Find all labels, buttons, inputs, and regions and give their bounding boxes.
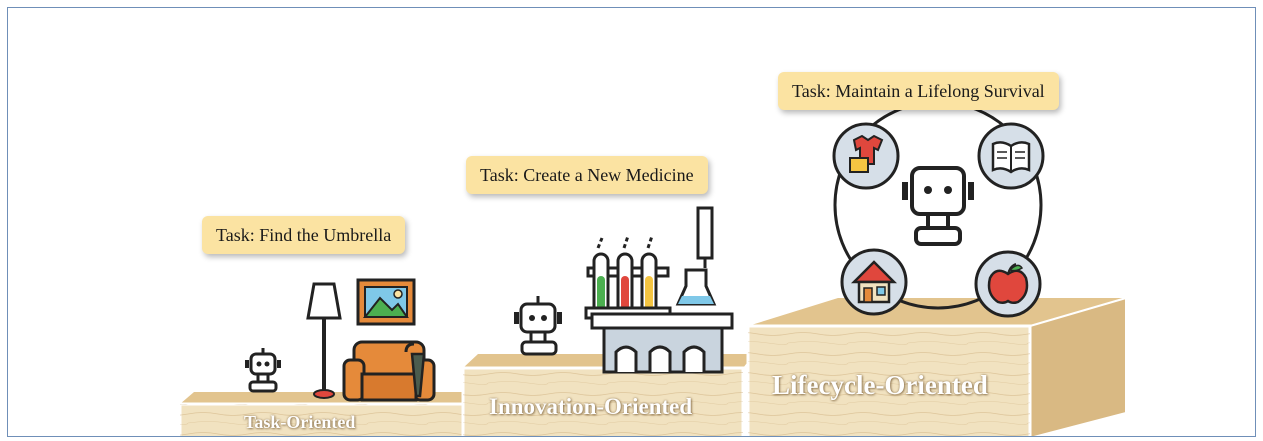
house-icon <box>840 248 908 316</box>
clothes-icon <box>832 122 900 190</box>
task-label-create-medicine: Task: Create a New Medicine <box>466 156 708 194</box>
floor-lamp-icon <box>306 282 342 399</box>
step-innovation-oriented <box>461 354 754 436</box>
lab-bench-icon <box>590 312 734 374</box>
test-tubes-icon <box>584 235 672 320</box>
step-name-innovation-oriented: Innovation-Oriented <box>489 394 693 419</box>
flask-icon <box>675 206 717 306</box>
staircase-scene <box>178 100 1127 436</box>
picture-frame-icon <box>356 278 416 326</box>
step-task-oriented <box>178 392 475 436</box>
step-name-task-oriented: Task-Oriented <box>244 412 356 432</box>
robot-icon <box>245 348 281 393</box>
book-icon <box>977 122 1045 190</box>
step-lifecycle-oriented <box>746 296 1127 436</box>
task-label-find-umbrella: Task: Find the Umbrella <box>202 216 406 254</box>
diagram-frame: Task: Find the Umbrella Task: Create a N… <box>7 7 1256 437</box>
robot-icon <box>514 296 562 356</box>
robot-icon <box>902 166 974 246</box>
apple-icon <box>974 250 1042 318</box>
umbrella-icon <box>404 342 426 398</box>
step-name-lifecycle-oriented: Lifecycle-Oriented <box>772 370 988 400</box>
task-label-lifelong-survival: Task: Maintain a Lifelong Survival <box>778 72 1059 110</box>
